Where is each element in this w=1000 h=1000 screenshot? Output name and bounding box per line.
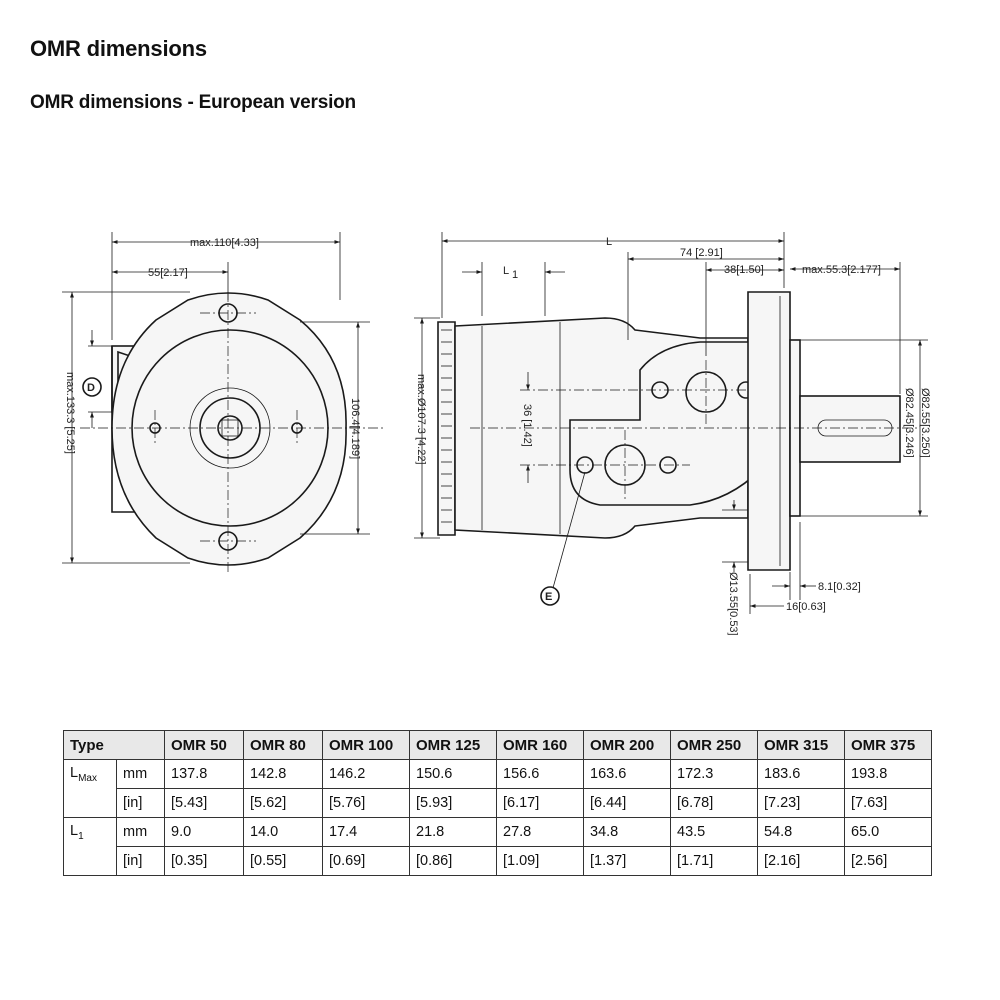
table-row: [in] [0.35] [0.55] [0.69] [0.86] [1.09] … <box>63 846 932 876</box>
section-title: OMR dimensions - European version <box>30 92 356 113</box>
table-cell: [1.71] <box>670 846 758 876</box>
row-label-lmax: LMax <box>63 759 117 789</box>
dim-L1-sub: 1 <box>512 269 518 281</box>
dim-d82b: Ø82.45[3.246] <box>903 388 915 458</box>
table-row: [in] [5.43] [5.62] [5.76] [5.93] [6.17] … <box>63 788 932 818</box>
unit-cell: mm <box>116 817 165 847</box>
table-cell: [5.93] <box>409 788 497 818</box>
header-type: Type <box>63 730 165 760</box>
table-cell: [0.55] <box>243 846 323 876</box>
table-cell: [6.44] <box>583 788 671 818</box>
table-cell: [0.69] <box>322 846 410 876</box>
dim-L: L <box>606 236 612 248</box>
table-cell: [6.17] <box>496 788 584 818</box>
table-cell: [2.16] <box>757 846 845 876</box>
table-cell: [1.37] <box>583 846 671 876</box>
dim-max110: max.110[4.33] <box>190 237 259 249</box>
dim-d82a: Ø82.55[3.250] <box>919 388 931 458</box>
marker-e: E <box>545 591 552 603</box>
table-cell: [0.86] <box>409 846 497 876</box>
header-col: OMR 100 <box>322 730 410 760</box>
header-col: OMR 125 <box>409 730 497 760</box>
table-cell: 27.8 <box>496 817 584 847</box>
unit-cell: [in] <box>116 788 165 818</box>
marker-d: D <box>87 382 95 394</box>
table-cell: 43.5 <box>670 817 758 847</box>
row-label-empty <box>63 846 117 876</box>
table-cell: 65.0 <box>844 817 932 847</box>
dimensions-table: Type OMR 50 OMR 80 OMR 100 OMR 125 OMR 1… <box>63 730 932 876</box>
table-cell: [5.62] <box>243 788 323 818</box>
table-cell: 146.2 <box>322 759 410 789</box>
table-cell: 137.8 <box>164 759 244 789</box>
side-flange <box>747 291 791 571</box>
table-cell: [1.09] <box>496 846 584 876</box>
unit-cell: mm <box>116 759 165 789</box>
table-row: LMax mm 137.8 142.8 146.2 150.6 156.6 16… <box>63 759 932 789</box>
dim-38: 38[1.50] <box>724 264 764 276</box>
row-label-l1: L1 <box>63 817 117 847</box>
table-cell: 150.6 <box>409 759 497 789</box>
table-cell: 21.8 <box>409 817 497 847</box>
dim-max133: max.133.3 [5.25] <box>64 372 76 454</box>
header-col: OMR 250 <box>670 730 758 760</box>
row-label-empty <box>63 788 117 818</box>
header-col: OMR 160 <box>496 730 584 760</box>
front-flange <box>111 292 347 566</box>
table-cell: 156.6 <box>496 759 584 789</box>
table-cell: 54.8 <box>757 817 845 847</box>
dim-74: 74 [2.91] <box>680 247 723 259</box>
table-cell: 17.4 <box>322 817 410 847</box>
table-cell: 34.8 <box>583 817 671 847</box>
dim-d13: Ø13.55[0.53] <box>727 572 739 636</box>
technical-drawing: max.110[4.33] 55[2.17] max.133.3 [5.25] … <box>62 232 931 636</box>
output-shaft <box>799 395 901 463</box>
header-col: OMR 50 <box>164 730 244 760</box>
table-cell: 193.8 <box>844 759 932 789</box>
dim-16: 16[0.63] <box>786 601 826 613</box>
table-cell: 172.3 <box>670 759 758 789</box>
port-plate <box>569 341 761 506</box>
table-cell: [6.78] <box>670 788 758 818</box>
table-cell: 142.8 <box>243 759 323 789</box>
page-title: OMR dimensions <box>30 36 207 61</box>
marker-e-circle <box>540 586 560 606</box>
port-a <box>685 371 727 413</box>
table-cell: 183.6 <box>757 759 845 789</box>
table-cell: 14.0 <box>243 817 323 847</box>
table-cell: [2.56] <box>844 846 932 876</box>
table-cell: [7.23] <box>757 788 845 818</box>
table-cell: 163.6 <box>583 759 671 789</box>
dim-106: 106.4[4.189] <box>349 398 361 459</box>
dim-L1: L <box>503 265 509 277</box>
header-col: OMR 315 <box>757 730 845 760</box>
dim-max107: max.Ø107.3 [4.22] <box>415 374 427 465</box>
table-row: L1 mm 9.0 14.0 17.4 21.8 27.8 34.8 43.5 … <box>63 817 932 847</box>
table-header-row: Type OMR 50 OMR 80 OMR 100 OMR 125 OMR 1… <box>63 730 932 760</box>
header-col: OMR 200 <box>583 730 671 760</box>
rear-cap <box>437 321 456 536</box>
dim-55: 55[2.17] <box>148 267 188 279</box>
side-view: L L 1 74 [2.91] 38[1.50] max.55.3[2.177]… <box>414 232 931 636</box>
table-cell: [5.43] <box>164 788 244 818</box>
front-view: max.110[4.33] 55[2.17] max.133.3 [5.25] … <box>62 232 385 572</box>
table-cell: 9.0 <box>164 817 244 847</box>
dim-max55: max.55.3[2.177] <box>802 264 881 276</box>
unit-cell: [in] <box>116 846 165 876</box>
header-col: OMR 80 <box>243 730 323 760</box>
table-cell: [7.63] <box>844 788 932 818</box>
dim-36: 36 [1.42] <box>521 404 533 447</box>
table-cell: [5.76] <box>322 788 410 818</box>
table-cell: [0.35] <box>164 846 244 876</box>
dim-8: 8.1[0.32] <box>818 581 861 593</box>
header-col: OMR 375 <box>844 730 932 760</box>
marker-d-circle <box>82 377 102 397</box>
